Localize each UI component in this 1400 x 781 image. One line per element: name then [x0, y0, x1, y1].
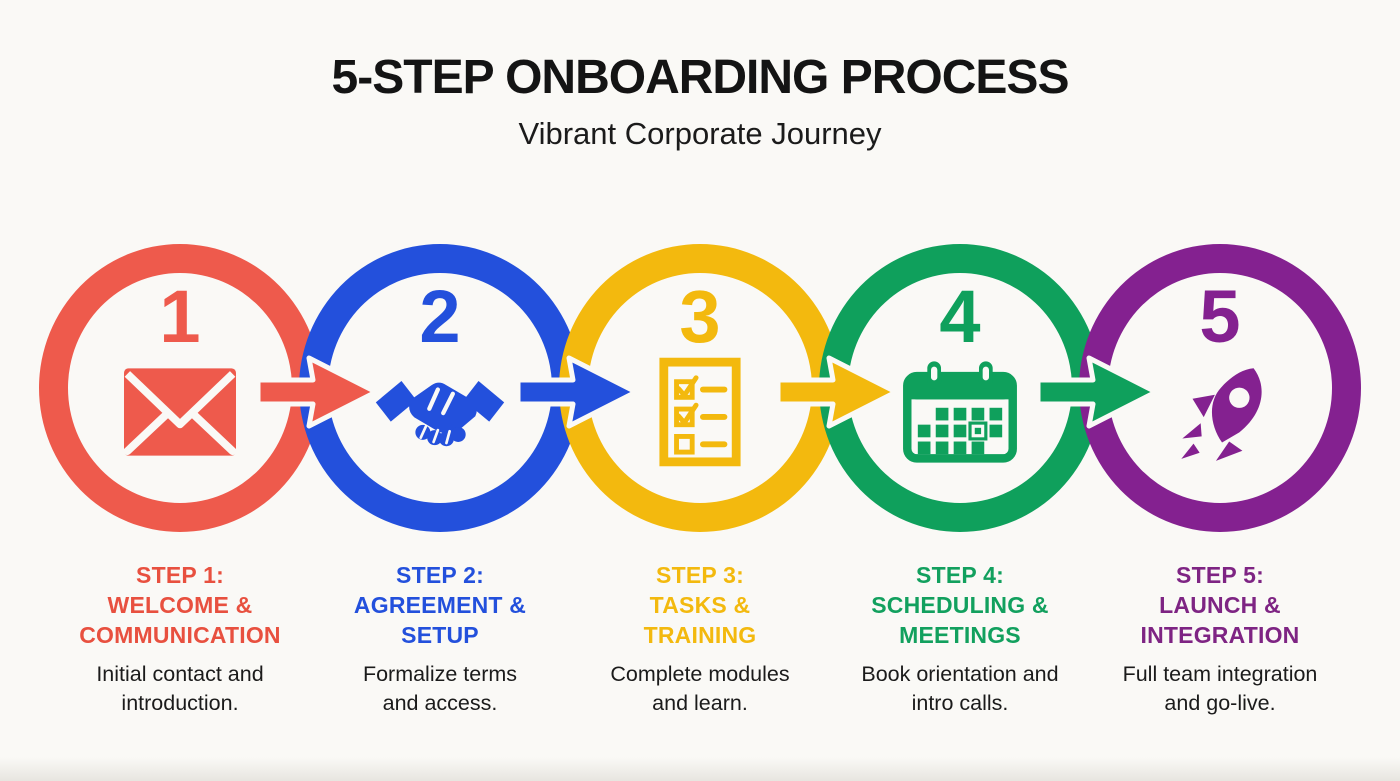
handshake-icon	[299, 356, 581, 468]
page-title: 5-STEP ONBOARDING PROCESS	[331, 51, 1070, 104]
rocket-icon	[1079, 356, 1361, 468]
checklist-icon	[559, 356, 841, 468]
step-2-text: STEP 2: AGREEMENT & SETUP Formalize term…	[310, 560, 570, 718]
step-1-title: STEP 1: WELCOME & COMMUNICATION	[79, 562, 281, 648]
step-4-title: STEP 4: SCHEDULING & MEETINGS	[871, 562, 1049, 648]
footer-strip	[0, 757, 1400, 781]
step-3-title: STEP 3: TASKS & TRAINING	[643, 562, 757, 648]
step-3-number: 3	[679, 275, 721, 358]
step-4-text: STEP 4: SCHEDULING & MEETINGS Book orien…	[830, 560, 1090, 718]
step-5-number: 5	[1199, 275, 1241, 358]
header: 5-STEP ONBOARDING PROCESS Vibrant Corpor…	[0, 51, 1400, 152]
calendar-icon	[819, 356, 1101, 468]
step-2-number: 2	[419, 275, 461, 358]
arrow-step2-to-step3	[516, 355, 639, 429]
step-3-description: Complete modules and learn.	[610, 662, 790, 715]
step-4-number: 4	[939, 275, 981, 358]
page-subtitle: Vibrant Corporate Journey	[518, 115, 882, 151]
step-5-description: Full team integration and go-live.	[1122, 662, 1318, 715]
step-5-title: STEP 5: LAUNCH & INTEGRATION	[1140, 562, 1300, 648]
arrow-step1-to-step2	[256, 355, 379, 429]
step-4-description: Book orientation and intro calls.	[861, 662, 1059, 715]
step-3-text: STEP 3: TASKS & TRAINING Complete module…	[570, 560, 830, 718]
step-1-text: STEP 1: WELCOME & COMMUNICATION Initial …	[50, 560, 310, 718]
step-2-title: STEP 2: AGREEMENT & SETUP	[353, 562, 527, 648]
step-2-description: Formalize terms and access.	[362, 662, 518, 715]
step-5-text: STEP 5: LAUNCH & INTEGRATION Full team i…	[1090, 560, 1350, 718]
step-1-number: 1	[159, 275, 201, 358]
arrow-step3-to-step4	[776, 355, 899, 429]
arrow-step4-to-step5	[1036, 355, 1159, 429]
envelope-icon	[39, 356, 321, 468]
step-1-description: Initial contact and introduction.	[96, 662, 264, 715]
